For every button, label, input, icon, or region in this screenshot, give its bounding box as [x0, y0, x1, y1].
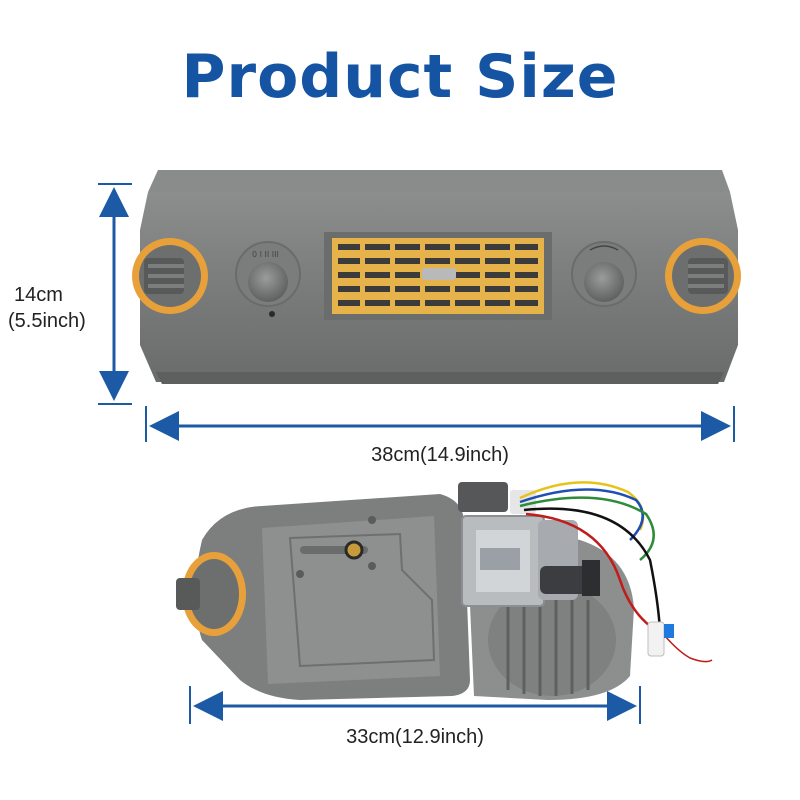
front-view-unit: 0 I II III: [132, 170, 741, 384]
right-air-vent: [665, 238, 741, 314]
page-title: Product Size: [181, 42, 619, 112]
side-air-vent: [176, 552, 246, 636]
length-label: 33cm(12.9inch): [346, 726, 484, 748]
height-cm-label: 14cm: [14, 284, 63, 306]
svg-text:0 I II III: 0 I II III: [252, 250, 279, 259]
side-view-unit: [176, 481, 713, 700]
temperature-knob: [571, 241, 637, 307]
width-dimension-arrow: [145, 406, 735, 442]
center-grille: [324, 232, 552, 320]
length-dimension-arrow: [189, 686, 641, 724]
height-inch-label: (5.5inch): [8, 310, 86, 332]
left-air-vent: [132, 238, 208, 314]
fan-speed-knob: 0 I II III: [235, 241, 301, 317]
height-dimension-arrow: [98, 183, 132, 405]
width-label: 38cm(14.9inch): [371, 444, 509, 466]
